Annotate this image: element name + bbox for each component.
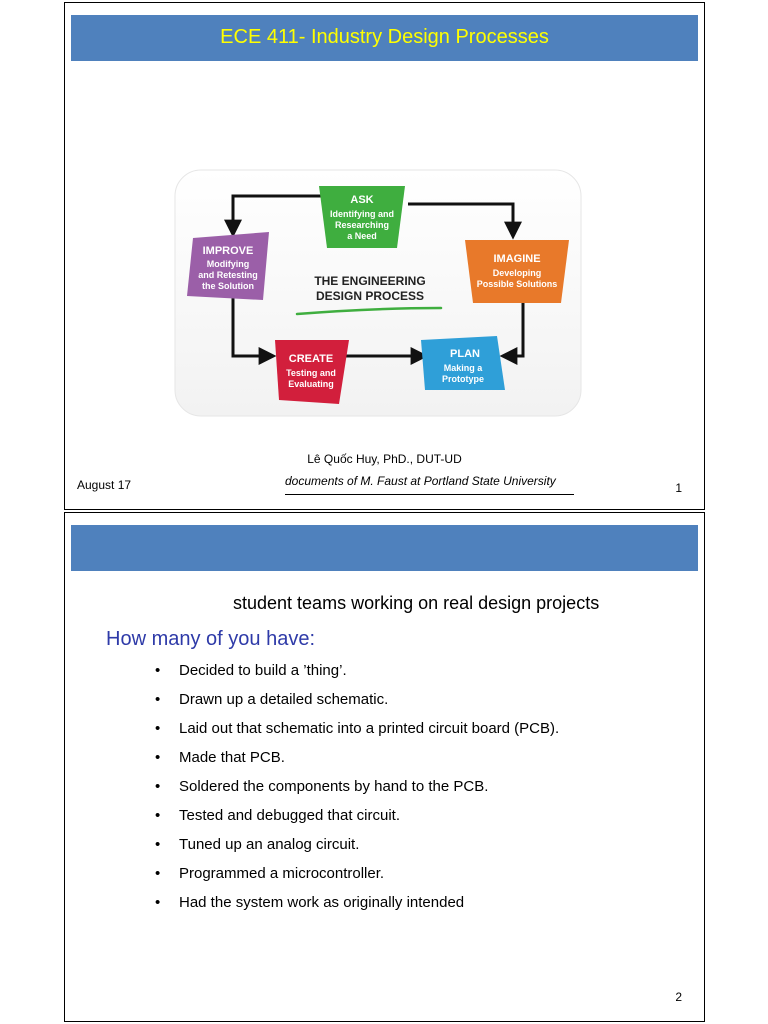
list-item: • Tuned up an analog circuit. bbox=[155, 836, 559, 865]
list-item-text: Tested and debugged that circuit. bbox=[179, 807, 400, 824]
bullet-icon: • bbox=[155, 894, 161, 911]
plan-step: PLAN Making a Prototype bbox=[421, 336, 505, 390]
credit-line: documents of M. Faust at Portland State … bbox=[285, 474, 556, 488]
list-item-text: Made that PCB. bbox=[179, 749, 285, 766]
footer-divider bbox=[285, 494, 574, 495]
imagine-step: IMAGINE Developing Possible Solutions bbox=[465, 240, 569, 303]
slide-1: ECE 411- Industry Design Processes ASK I… bbox=[64, 2, 705, 510]
diagram-center-title-line-2: DESIGN PROCESS bbox=[316, 289, 424, 303]
imagine-shape bbox=[465, 240, 569, 303]
bullet-icon: • bbox=[155, 865, 161, 882]
plan-title: PLAN bbox=[450, 348, 480, 360]
diagram-center-title-line-1: THE ENGINEERING bbox=[314, 274, 425, 288]
bullet-icon: • bbox=[155, 807, 161, 824]
list-item: • Tested and debugged that circuit. bbox=[155, 807, 559, 836]
improve-title: IMPROVE bbox=[203, 245, 254, 257]
bullet-icon: • bbox=[155, 662, 161, 679]
bullet-icon: • bbox=[155, 720, 161, 737]
create-line-2: Evaluating bbox=[288, 379, 334, 389]
list-item: • Had the system work as originally inten… bbox=[155, 894, 559, 923]
bullet-list: • Decided to build a ’thing’. • Drawn up a… bbox=[155, 662, 559, 923]
imagine-title: IMAGINE bbox=[493, 253, 540, 265]
ask-line-1: Identifying and bbox=[330, 209, 394, 219]
plan-line-1: Making a bbox=[444, 363, 484, 373]
engineering-design-process-diagram: ASK Identifying and Researching a Need I… bbox=[174, 169, 582, 417]
page-number: 2 bbox=[675, 990, 682, 1004]
improve-line-2: and Retesting bbox=[198, 270, 258, 280]
diagram-title-underline bbox=[295, 306, 443, 316]
slide-date: August 17 bbox=[77, 478, 132, 492]
create-step: CREATE Testing and Evaluating bbox=[275, 340, 349, 404]
ask-shape bbox=[319, 186, 405, 248]
list-item-text: Laid out that schematic into a printed c… bbox=[179, 720, 560, 737]
arrow-ask-imagine bbox=[408, 202, 522, 240]
arrow-ask-improve bbox=[224, 194, 321, 238]
bullet-icon: • bbox=[155, 778, 161, 795]
cycle-arrows bbox=[224, 194, 525, 365]
list-item: • Drawn up a detailed schematic. bbox=[155, 691, 559, 720]
ask-title: ASK bbox=[350, 194, 373, 206]
create-title: CREATE bbox=[289, 353, 333, 365]
improve-line-1: Modifying bbox=[207, 259, 250, 269]
slide-2-subtitle: student teams working on real design pro… bbox=[233, 593, 600, 613]
page-number: 1 bbox=[675, 481, 682, 495]
plan-line-2: Prototype bbox=[442, 374, 484, 384]
slide-1-title-bar: ECE 411- Industry Design Processes bbox=[71, 15, 698, 61]
list-item: • Programmed a microcontroller. bbox=[155, 865, 559, 894]
ask-line-2: Researching bbox=[335, 220, 389, 230]
list-item-text: Drawn up a detailed schematic. bbox=[179, 691, 389, 708]
list-item: • Decided to build a ’thing’. bbox=[155, 662, 559, 691]
arrow-imagine-plan bbox=[499, 303, 525, 365]
list-item-text: Had the system work as originally intend… bbox=[179, 894, 465, 911]
list-item: • Made that PCB. bbox=[155, 749, 559, 778]
list-item-text: Soldered the components by hand to the P… bbox=[179, 778, 489, 795]
slide-2: student teams working on real design pro… bbox=[64, 512, 705, 1022]
list-item-text: Programmed a microcontroller. bbox=[179, 865, 385, 882]
ask-line-3: a Need bbox=[347, 231, 377, 241]
bullet-icon: • bbox=[155, 836, 161, 853]
improve-line-3: the Solution bbox=[202, 281, 254, 291]
improve-step: IMPROVE Modifying and Retesting the Solu… bbox=[187, 232, 269, 300]
bullet-icon: • bbox=[155, 749, 161, 766]
arrow-improve-create bbox=[231, 298, 277, 365]
author-line: Lê Quốc Huy, PhD., DUT-UD bbox=[307, 452, 462, 466]
slide-2-title-bar bbox=[71, 525, 698, 571]
plan-shape bbox=[421, 336, 505, 390]
ask-step: ASK Identifying and Researching a Need bbox=[319, 186, 405, 248]
bullet-icon: • bbox=[155, 691, 161, 708]
list-item: • Laid out that schematic into a printed … bbox=[155, 720, 559, 749]
list-item-text: Decided to build a ’thing’. bbox=[179, 662, 347, 679]
imagine-line-1: Developing bbox=[493, 268, 542, 278]
list-item: • Soldered the components by hand to the … bbox=[155, 778, 559, 807]
create-line-1: Testing and bbox=[286, 368, 336, 378]
list-item-text: Tuned up an analog circuit. bbox=[179, 836, 360, 853]
imagine-line-2: Possible Solutions bbox=[477, 279, 558, 289]
create-shape bbox=[275, 340, 349, 404]
slide-2-heading: How many of you have: bbox=[106, 628, 315, 650]
improve-shape bbox=[187, 232, 269, 300]
slide-1-title: ECE 411- Industry Design Processes bbox=[220, 26, 549, 48]
